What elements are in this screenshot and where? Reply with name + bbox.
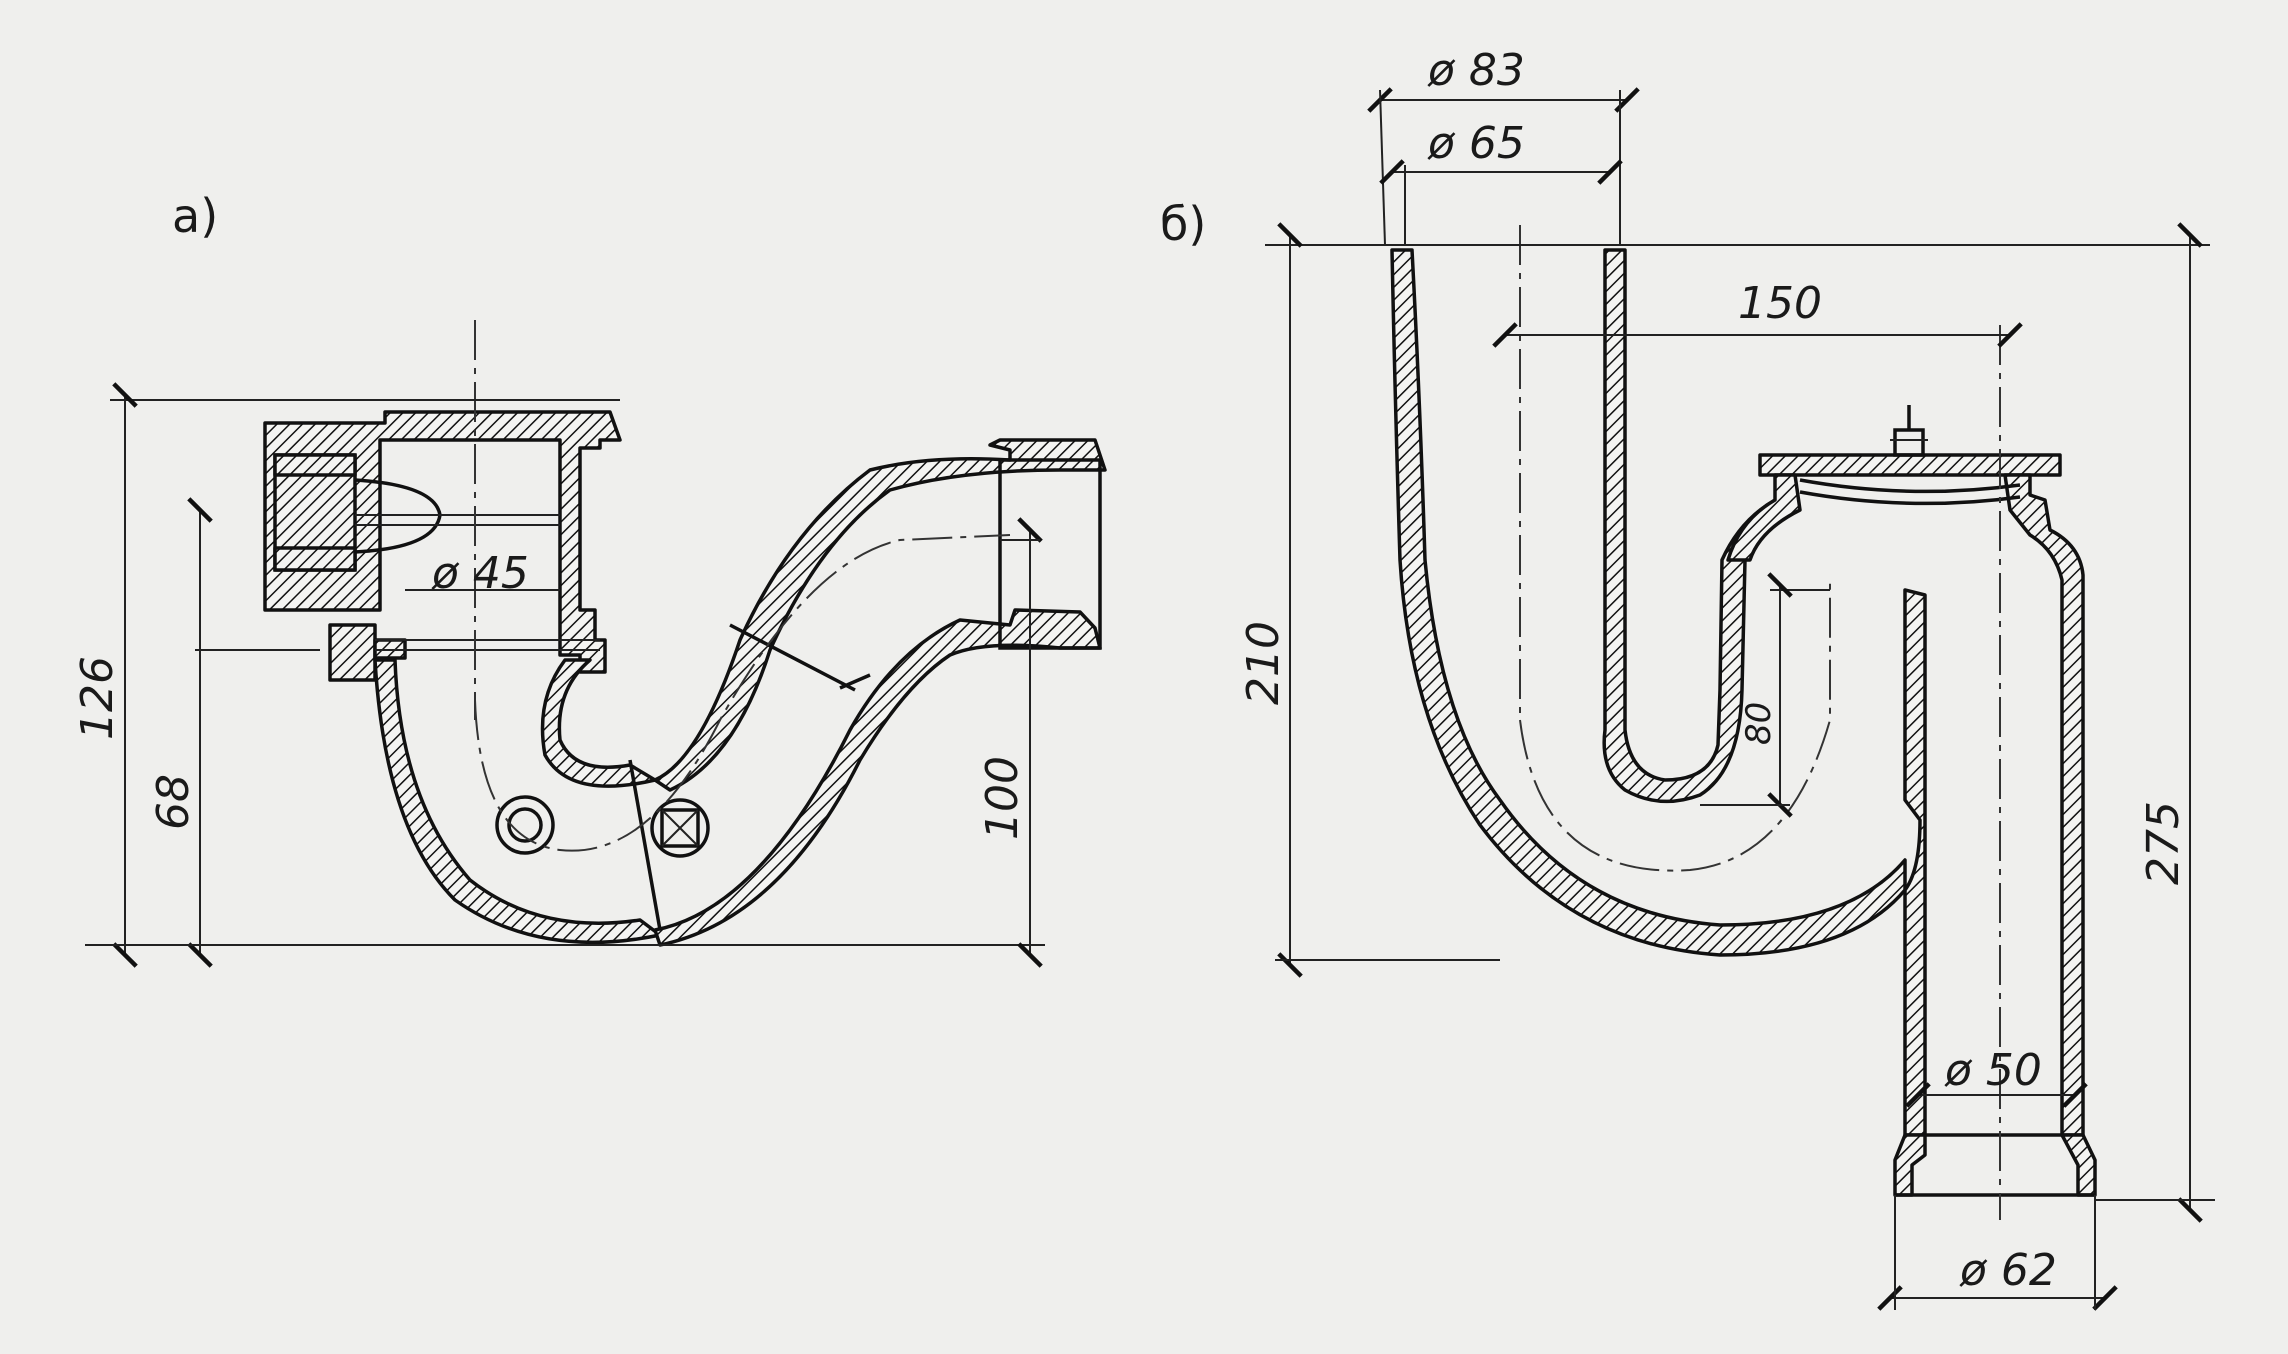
dim-b-total-height: 275: [2138, 801, 2189, 885]
panel-b-dimension-lines: [1265, 87, 2215, 1311]
dim-b-left-height: 210: [1238, 621, 1289, 705]
dim-b-inner-diameter: ø 65: [1427, 118, 1525, 169]
panel-a-plugs: [495, 795, 710, 858]
dim-a-bore-diameter: ø 45: [431, 548, 529, 599]
panel-a: а): [72, 189, 1107, 968]
panel-a-label: а): [172, 189, 218, 243]
panel-a-u-bend: [373, 658, 662, 945]
panel-b-j-pipe: [1390, 248, 1907, 957]
panel-a-fitting: [263, 410, 622, 682]
dim-b-center-distance: 150: [1738, 278, 1822, 329]
dim-b-outlet-outer-diameter: ø 62: [1959, 1245, 2057, 1296]
dim-a-inlet-height: 68: [148, 774, 199, 830]
dim-b-water-seal: 80: [1739, 702, 1779, 745]
dim-a-outlet-height: 100: [977, 756, 1028, 840]
dim-b-outlet-inner-diameter: ø 50: [1944, 1045, 2042, 1096]
panel-b: б): [1160, 45, 2215, 1311]
dim-b-outer-diameter: ø 83: [1427, 45, 1525, 96]
panel-b-label: б): [1160, 197, 1206, 251]
panel-a-centerline-path: [474, 534, 1011, 852]
panel-b-centerline-bend: [1519, 580, 1831, 872]
panel-a-s-outlet: [653, 438, 1107, 947]
panel-b-trap: [1726, 405, 2097, 1197]
panel-a-dimension-lines: [85, 382, 1045, 968]
dim-a-total-height: 126: [72, 656, 123, 740]
